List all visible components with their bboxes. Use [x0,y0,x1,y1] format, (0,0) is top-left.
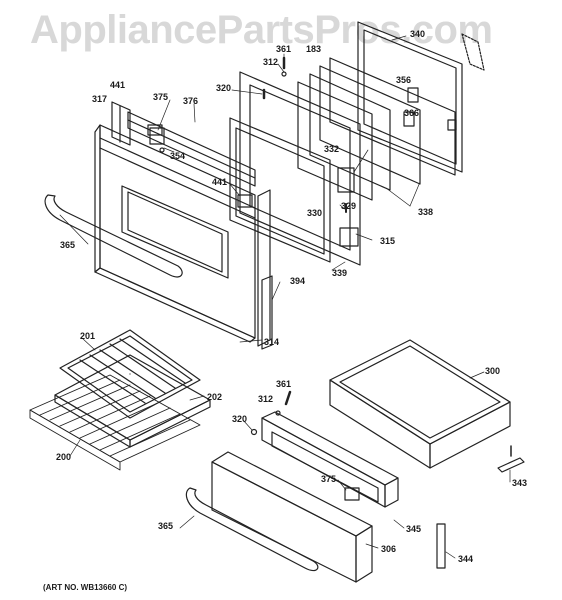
drawer-inner-panel [261,411,399,508]
callout-344: 344 [458,554,474,564]
callout-376: 376 [183,96,199,106]
door-hinges [403,87,457,131]
hinge-bracket [149,127,165,153]
callout-320b: 320 [232,414,248,424]
door-vent-trim [127,111,256,187]
callout-345: 345 [406,524,422,534]
callout-356: 356 [396,75,412,85]
callout-394: 394 [290,276,306,286]
art-number: (ART NO. WB13660 C) [43,583,128,592]
callout-338: 338 [418,207,434,217]
door-vent-parts [337,167,355,213]
callout-361: 361 [276,44,292,54]
callout-441b: 441 [212,177,228,187]
callout-441: 441 [110,80,126,90]
broiler-pan-grid [59,329,201,419]
callout-332: 332 [324,144,340,154]
callout-320: 320 [216,83,232,93]
callout-leaders [59,35,511,559]
oven-door-handle [44,194,183,278]
drawer-slide-parts [436,445,525,569]
callout-312: 312 [263,57,279,67]
callout-312b: 312 [258,394,274,404]
callout-300: 300 [485,366,501,376]
callout-365: 365 [60,240,76,250]
callout-329: 329 [341,201,357,211]
callout-201: 201 [80,331,96,341]
door-glass-panels [297,57,456,201]
drawer-bracket [344,487,360,501]
drawer-front [211,451,373,583]
callout-375: 375 [153,92,169,102]
callout-202: 202 [207,392,223,402]
callout-340: 340 [410,29,426,39]
door-inner-liner [229,117,331,263]
callout-343: 343 [512,478,528,488]
drawer-body [329,339,511,469]
callout-315: 315 [380,236,396,246]
callout-354: 354 [170,151,186,161]
callout-366: 366 [404,108,420,118]
door-gasket [461,33,485,71]
door-rear-panel [357,21,463,173]
callout-200: 200 [56,452,72,462]
callout-365b: 365 [158,521,174,531]
watermark-text: AppliancePartsPros.com [30,8,493,52]
callout-306: 306 [381,544,397,554]
broiler-pan [54,354,211,448]
oven-door-outer-panel [94,124,256,343]
callout-314: 314 [264,337,280,347]
oven-rack [29,374,201,471]
door-side-trim [111,101,131,146]
drawer-handle [185,487,319,572]
lower-screws [250,390,292,436]
callout-183: 183 [306,44,322,54]
callout-375b: 375 [321,474,337,484]
callout-361b: 361 [276,379,292,389]
callout-330: 330 [307,208,323,218]
door-right-trim [237,189,273,350]
callout-339: 339 [332,268,348,278]
callout-317: 317 [92,94,108,104]
